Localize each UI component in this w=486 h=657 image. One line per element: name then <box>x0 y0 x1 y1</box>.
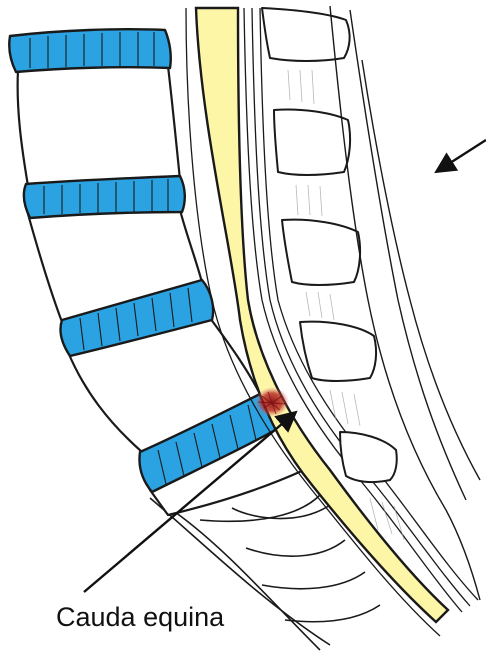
disc-l2-l3 <box>24 176 185 218</box>
cauda-equina-label: Cauda equina <box>56 602 225 632</box>
vertebra-l2 <box>18 65 180 186</box>
disc-l1-l2 <box>9 29 171 72</box>
posterior-pointer-arrow <box>436 140 486 172</box>
